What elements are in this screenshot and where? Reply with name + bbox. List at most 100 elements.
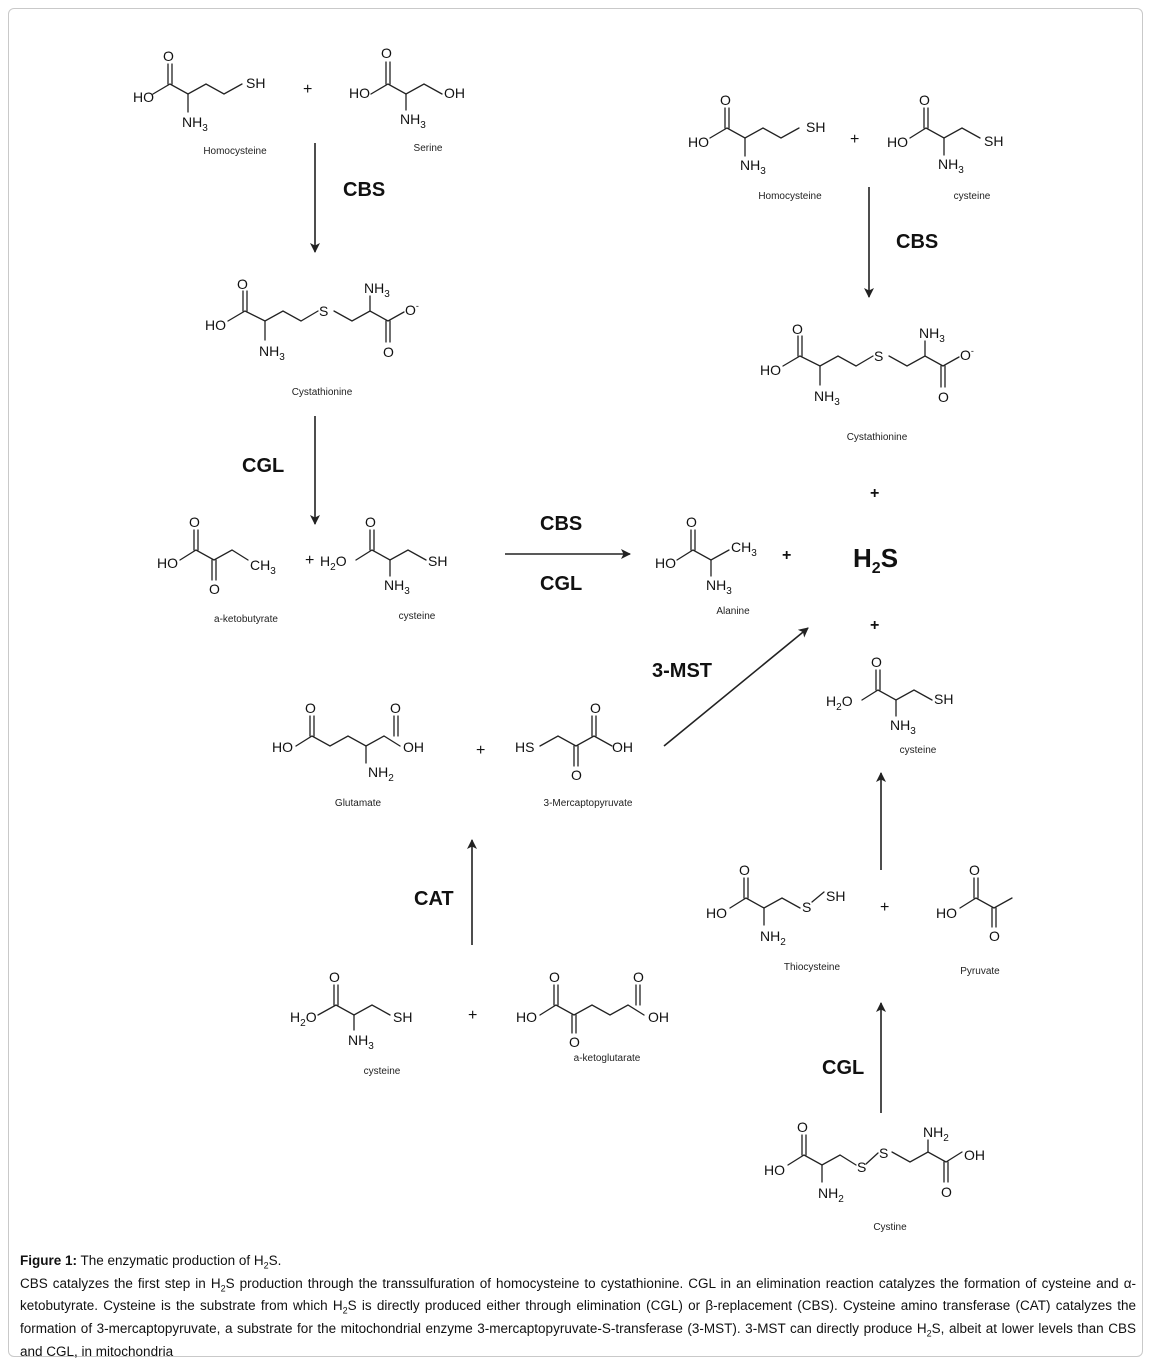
- atom-nh: NH: [938, 156, 958, 172]
- svg-text:NH3: NH3: [384, 577, 410, 597]
- svg-text:NH3: NH3: [706, 577, 732, 597]
- plus-sign: +: [850, 131, 859, 148]
- atom-s: S: [874, 348, 883, 364]
- figure-title: Figure 1: The enzymatic production of H2…: [20, 1252, 1136, 1275]
- atom-o: O: [590, 700, 601, 716]
- atom-o: O: [306, 1009, 317, 1025]
- atom-ho: HO: [887, 134, 908, 150]
- caption-part: CBS catalyzes the first step in H: [20, 1275, 221, 1291]
- atom-oh: OH: [964, 1147, 985, 1163]
- atom-sub: 3: [958, 165, 964, 176]
- atom-o: O: [571, 767, 582, 783]
- figure-caption-body: CBS catalyzes the first step in H2S prod…: [20, 1275, 1136, 1360]
- svg-text:H2O: H2O: [290, 1009, 317, 1029]
- atom-s: S: [802, 899, 811, 915]
- atom-sub: 3: [939, 334, 945, 345]
- name-cystine: Cystine: [873, 1222, 907, 1233]
- svg-text:H2O: H2O: [320, 553, 347, 573]
- atom-sh: SH: [826, 888, 845, 904]
- name-cysteine: cysteine: [954, 191, 991, 202]
- plus-sign: +: [476, 742, 485, 759]
- atom-o: O: [549, 969, 560, 985]
- plus-sign: +: [870, 485, 879, 502]
- atom-sub: 3: [834, 397, 840, 408]
- atom-o: O: [842, 693, 853, 709]
- figure-title-sub: 2: [263, 1260, 269, 1271]
- atom-sub: 3: [420, 120, 426, 131]
- svg-text:NH3: NH3: [364, 280, 390, 300]
- atom-o: O: [329, 969, 340, 985]
- atom-nh: NH: [368, 764, 388, 780]
- atom-o: O: [938, 389, 949, 405]
- name-ketobutyrate: a-ketobutyrate: [214, 614, 278, 625]
- atom-o: O: [989, 928, 1000, 944]
- atom-sub: 3: [384, 289, 390, 300]
- atom-sh: SH: [934, 691, 953, 707]
- atom-nh: NH: [706, 577, 726, 593]
- atom-sub: 3: [910, 726, 916, 737]
- atom-sh: SH: [393, 1009, 412, 1025]
- caption-sub: 2: [926, 1328, 932, 1339]
- name-homocysteine: Homocysteine: [203, 146, 267, 157]
- atom-o: O: [163, 48, 174, 64]
- enzyme-cbs-right: CBS: [896, 231, 938, 253]
- svg-text:NH3: NH3: [182, 114, 208, 134]
- atom-o: O: [336, 553, 347, 569]
- figure-frame: [8, 8, 1143, 1357]
- atom-ch: CH: [731, 539, 751, 555]
- cysteine-right-top: O HO SH NH3 cysteine: [887, 92, 1003, 202]
- atom-h: H: [290, 1009, 300, 1025]
- svg-text:NH3: NH3: [890, 717, 916, 737]
- svg-text:NH2: NH2: [760, 928, 786, 948]
- atom-ho: HO: [157, 555, 178, 571]
- atom-ho: HO: [936, 905, 957, 921]
- homocysteine-right: O HO SH NH3 Homocysteine: [688, 92, 825, 202]
- atom-sub: 3: [404, 586, 410, 597]
- mercaptopyruvate: HS O O OH 3-Mercaptopyruvate: [515, 700, 633, 809]
- name-serine: Serine: [414, 143, 443, 154]
- thiocysteine: O HO S SH NH2 Thiocysteine: [706, 862, 845, 973]
- cystathionine-left: O HO S NH3 NH3 O- O Cystathionine: [205, 276, 419, 398]
- cysteine-left-1: O H2O SH NH3 cysteine: [320, 514, 447, 622]
- atom-sub: 3: [270, 566, 276, 577]
- atom-sub: 3: [760, 166, 766, 177]
- svg-text:NH3: NH3: [259, 343, 285, 363]
- atom-o: O: [871, 654, 882, 670]
- atom-s: S: [857, 1159, 866, 1175]
- name-cysteine: cysteine: [364, 1066, 401, 1077]
- atom-nh: NH: [348, 1032, 368, 1048]
- atom-ho: HO: [272, 739, 293, 755]
- atom-ch: CH: [250, 557, 270, 573]
- atom-ho: HO: [655, 555, 676, 571]
- svg-text:H2O: H2O: [826, 693, 853, 713]
- atom-o: O: [405, 302, 416, 318]
- name-glutamate: Glutamate: [335, 798, 382, 809]
- pyruvate: O HO O Pyruvate: [936, 862, 1013, 977]
- atom-o: O: [941, 1184, 952, 1200]
- caption-part: S is directly produced either through el…: [20, 1298, 1137, 1337]
- ketoglutarate: O O HO O OH a-ketoglutarate: [516, 969, 669, 1064]
- atom-o: O: [365, 514, 376, 530]
- atom-nh: NH: [740, 157, 760, 173]
- atom-nh: NH: [814, 388, 834, 404]
- atom-ho: HO: [688, 134, 709, 150]
- atom-o: O: [383, 344, 394, 360]
- atom-sh: SH: [428, 553, 447, 569]
- name-cysteine: cysteine: [900, 745, 937, 756]
- h2s-sub: 2: [872, 560, 881, 577]
- atom-sub: 2: [388, 773, 394, 784]
- svg-text:NH2: NH2: [818, 1185, 844, 1205]
- atom-o: O: [919, 92, 930, 108]
- atom-nh: NH: [923, 1124, 943, 1140]
- caption-sub: 2: [342, 1306, 348, 1317]
- atom-o: O: [792, 321, 803, 337]
- alanine: O HO CH3 NH3 Alanine: [655, 514, 757, 617]
- cystine: O HO S S NH2 NH2 OH O Cystine: [764, 1119, 985, 1233]
- atom-sh: SH: [806, 119, 825, 135]
- homocysteine-left: O HO SH NH3 Homocysteine: [133, 48, 267, 157]
- enzyme-cgl-right: CGL: [822, 1057, 864, 1079]
- atom-sub: 3: [202, 123, 208, 134]
- svg-text:CH3: CH3: [731, 539, 757, 559]
- atom-o: O: [686, 514, 697, 530]
- atom-sub: 3: [368, 1041, 374, 1052]
